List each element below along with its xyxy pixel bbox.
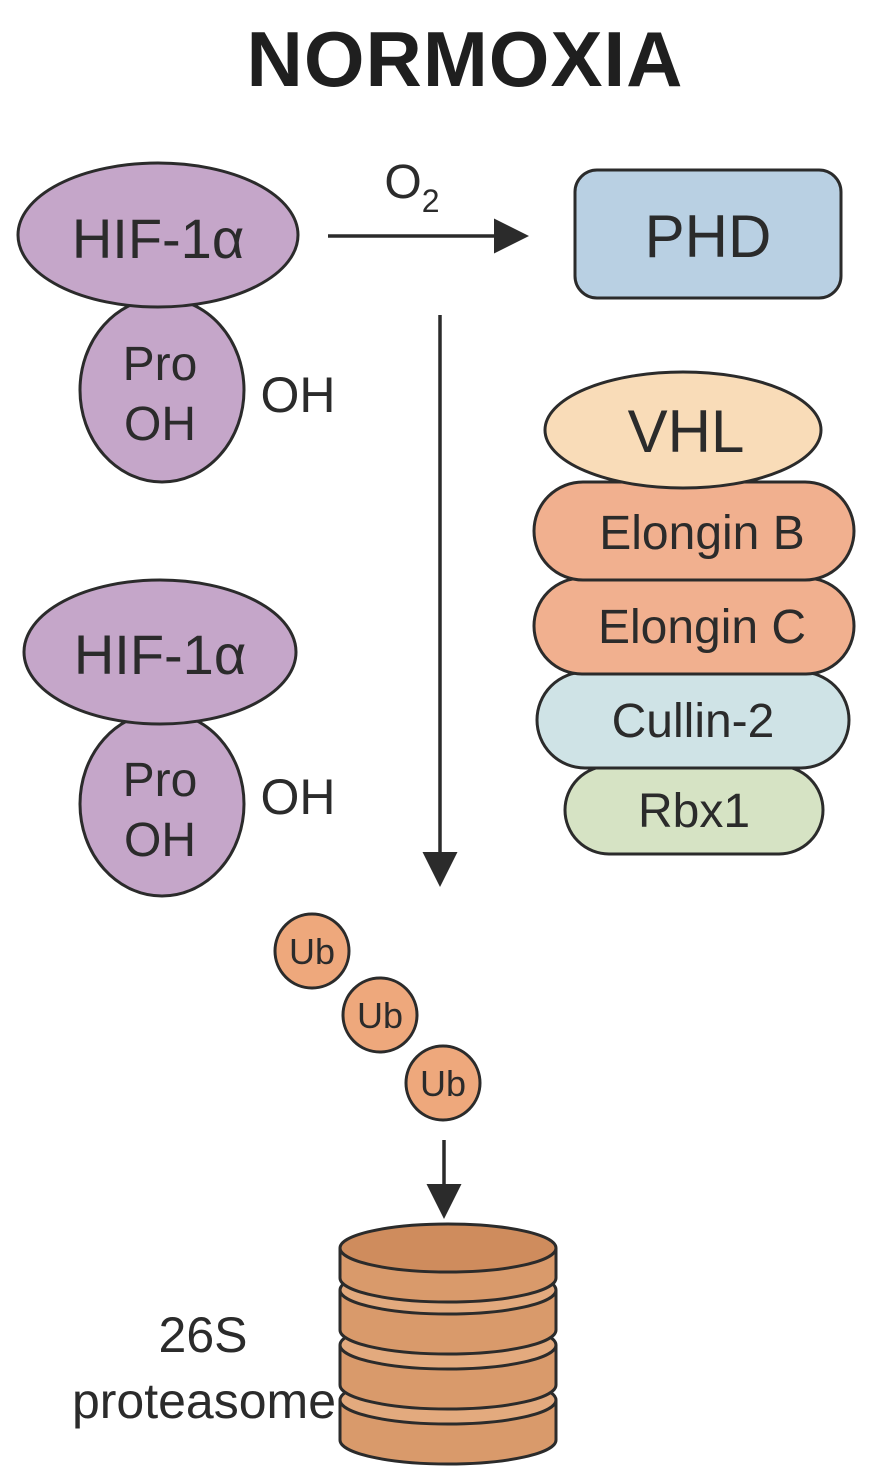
vhl-block <box>543 370 823 490</box>
phd-box: PHD <box>573 168 843 300</box>
ubiquitin-2 <box>341 976 419 1054</box>
hif-head-label: HIF-1α <box>74 623 246 686</box>
hif-1a-hydroxylated-top: HIF-1α Pro OH OH <box>16 161 336 484</box>
phd-label: PHD <box>645 203 772 270</box>
vhl-label: VHL <box>628 398 745 465</box>
pro-label: Pro <box>123 338 198 391</box>
proteasome-icon <box>338 1222 558 1466</box>
vhl-e3-ligase-complex: Rbx1 Cullin-2 Elongin C Elongin B VHL <box>532 370 856 856</box>
ubiquitin-3 <box>404 1044 482 1122</box>
hif-head-label: HIF-1α <box>72 207 244 270</box>
proteasome-label-line1: 26S <box>159 1307 248 1363</box>
proteasome-label-line2: proteasome <box>72 1373 336 1429</box>
cullin-2-label: Cullin-2 <box>612 695 775 748</box>
oh-label: OH <box>124 814 196 867</box>
elongin-c-label: Elongin C <box>598 601 806 654</box>
ubiquitin-2-label: Ub <box>357 995 403 1036</box>
diagram-title: NORMOXIA <box>247 15 684 103</box>
ubiquitin-1-label: Ub <box>289 931 335 972</box>
oh-label: OH <box>124 398 196 451</box>
pro-label: Pro <box>123 754 198 807</box>
ubiquitin-chain: Ub Ub Ub <box>273 912 482 1122</box>
hydroxyl-side-label: OH <box>261 769 336 825</box>
rbx1-label: Rbx1 <box>638 785 750 838</box>
ubiquitin-1 <box>273 912 351 990</box>
elongin-b-label: Elongin B <box>599 507 804 560</box>
oxygen-label: O2 <box>384 156 439 219</box>
ubiquitin-3-label: Ub <box>420 1063 466 1104</box>
hydroxyl-side-label: OH <box>261 367 336 423</box>
hif-1a-hydroxylated-bottom: HIF-1α Pro OH OH <box>22 578 336 898</box>
